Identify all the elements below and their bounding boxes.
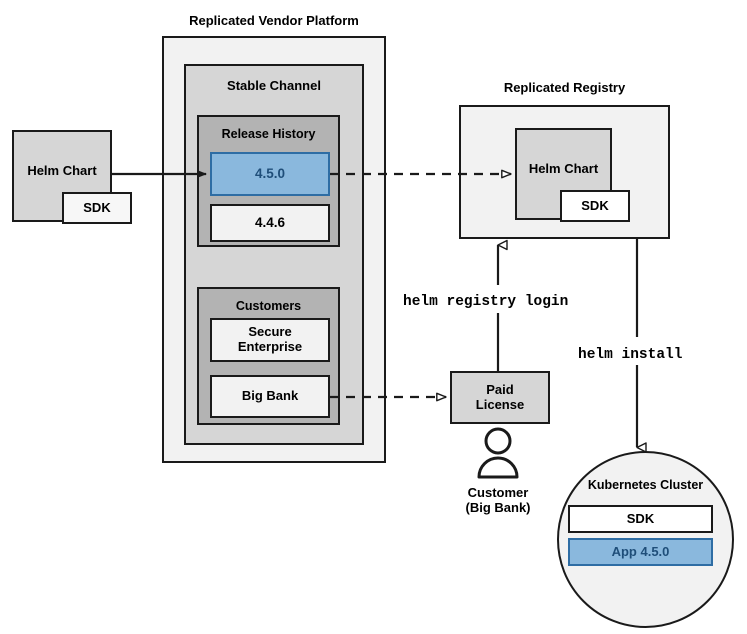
- customer-person-label: Customer (Big Bank): [465, 485, 531, 515]
- customer-person-icon: [477, 427, 519, 479]
- customer-big-bank[interactable]: Big Bank: [210, 375, 330, 418]
- cluster-app[interactable]: App 4.5.0: [568, 538, 713, 566]
- kubernetes-cluster-label: Kubernetes Cluster: [587, 478, 704, 492]
- stable-channel-label: Stable Channel: [227, 78, 321, 93]
- paid-license[interactable]: Paid License: [450, 371, 550, 424]
- release-version-current[interactable]: 4.5.0: [210, 152, 330, 196]
- customers-label: Customers: [235, 299, 302, 313]
- release-history-label: Release History: [221, 127, 316, 141]
- source-sdk[interactable]: SDK: [62, 192, 132, 224]
- replicated-registry-title: Replicated Registry: [503, 80, 626, 95]
- helm-registry-login-label: helm registry login: [403, 294, 569, 310]
- cluster-sdk[interactable]: SDK: [568, 505, 713, 533]
- registry-sdk[interactable]: SDK: [560, 190, 630, 222]
- release-version-previous[interactable]: 4.4.6: [210, 204, 330, 242]
- helm-install-label: helm install: [578, 347, 683, 363]
- customer-secure-enterprise[interactable]: Secure Enterprise: [210, 318, 330, 362]
- vendor-platform-title: Replicated Vendor Platform: [189, 13, 359, 28]
